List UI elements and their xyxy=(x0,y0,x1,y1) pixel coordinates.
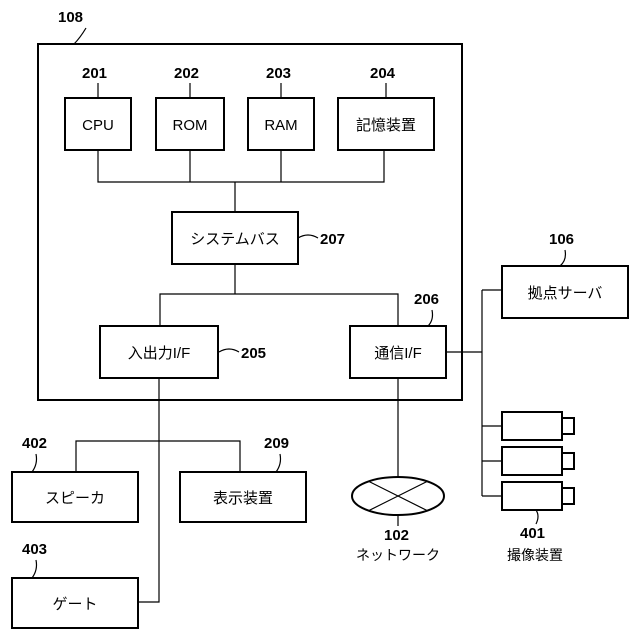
leader-108 xyxy=(74,28,86,44)
leader-402 xyxy=(32,454,37,472)
ref-205: 205 xyxy=(241,345,266,362)
rom-label: ROM xyxy=(173,117,208,134)
network-caption: ネットワーク xyxy=(356,547,440,563)
camera-3-body xyxy=(502,482,562,510)
ref-403: 403 xyxy=(22,541,47,558)
ref-402: 402 xyxy=(22,435,47,452)
camera-1-body xyxy=(502,412,562,440)
leader-205 xyxy=(219,349,239,352)
top-bus-wire xyxy=(98,150,384,212)
ref-209: 209 xyxy=(264,435,289,452)
camera-2-body xyxy=(502,447,562,475)
ref-206: 206 xyxy=(414,291,439,308)
leader-401 xyxy=(536,510,538,524)
ref-201: 201 xyxy=(82,65,107,82)
ref-401: 401 xyxy=(520,525,545,542)
cpu-label: CPU xyxy=(82,117,114,134)
leader-207 xyxy=(298,235,318,238)
system-bus-label: システムバス xyxy=(190,231,280,248)
camera-3-lens xyxy=(562,488,574,504)
io-if-label: 入出力I/F xyxy=(128,345,191,362)
speaker-label: スピーカ xyxy=(45,490,105,507)
ref-202: 202 xyxy=(174,65,199,82)
gate-label: ゲート xyxy=(52,596,97,613)
comm-wire xyxy=(446,290,502,496)
mid-bus-wire xyxy=(160,264,398,326)
leader-209 xyxy=(276,454,281,472)
camera-1-lens xyxy=(562,418,574,434)
leader-206 xyxy=(428,310,433,326)
ref-106: 106 xyxy=(549,231,574,248)
leader-106 xyxy=(560,250,565,266)
ref-108: 108 xyxy=(58,9,83,26)
ref-203: 203 xyxy=(266,65,291,82)
comm-if-label: 通信I/F xyxy=(374,345,422,362)
ref-207: 207 xyxy=(320,231,345,248)
display-label: 表示装置 xyxy=(213,490,273,507)
ram-label: RAM xyxy=(264,117,297,134)
cameras-caption: 撮像装置 xyxy=(507,547,563,563)
site-server-label: 拠点サーバ xyxy=(528,285,603,302)
ref-204: 204 xyxy=(370,65,396,82)
camera-2-lens xyxy=(562,453,574,469)
ref-102: 102 xyxy=(384,527,409,544)
leader-403 xyxy=(32,560,37,578)
storage-label: 記憶装置 xyxy=(356,117,416,134)
